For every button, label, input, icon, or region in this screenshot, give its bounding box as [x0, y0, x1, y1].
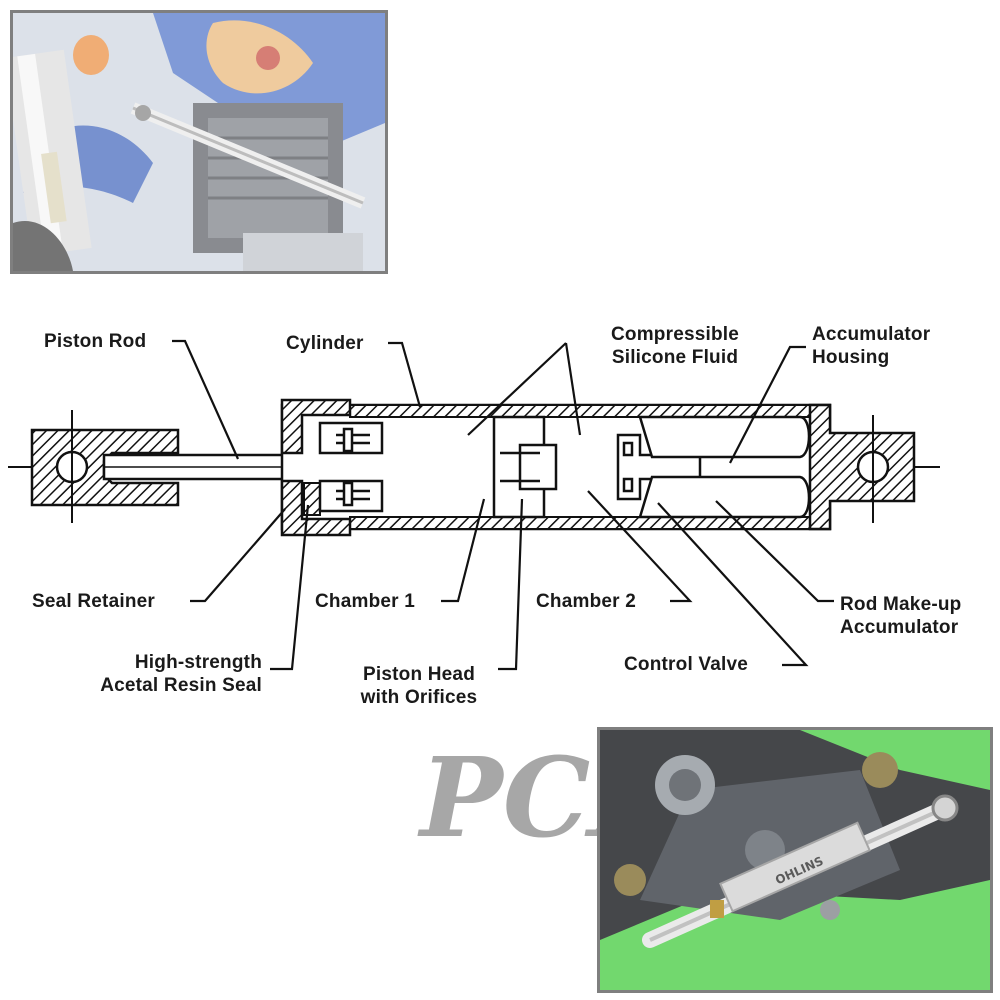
leader-chamber1 — [441, 498, 486, 603]
leader-piston-head — [498, 498, 524, 671]
label-chamber-1: Chamber 1 — [315, 591, 416, 612]
leader-piston-rod — [172, 339, 240, 460]
leader-seal — [270, 504, 310, 671]
seal-retainer-shape — [280, 398, 352, 537]
label-piston-rod: Piston Rod — [44, 331, 147, 352]
leader-rod-makeup — [715, 500, 834, 603]
seal-bushing-shape — [318, 421, 384, 513]
leader-accumulator — [729, 345, 806, 464]
leader-chamber2 — [587, 490, 693, 603]
label-cylinder: Cylinder — [286, 333, 364, 354]
label-seal-retainer: Seal Retainer — [32, 591, 155, 612]
right-eyelet — [808, 403, 916, 531]
control-valve-shape — [616, 433, 702, 501]
photo-sportbike-damper: OHLINS — [597, 727, 993, 993]
accumulator-housing-shape — [638, 415, 811, 519]
label-control-valve: Control Valve — [624, 654, 749, 675]
photo-dirt-bike-damper — [10, 10, 388, 274]
leader-control-valve — [657, 502, 809, 667]
label-chamber-2: Chamber 2 — [536, 591, 637, 612]
leader-compressible-2 — [564, 342, 582, 436]
leader-seal-retainer — [190, 508, 286, 603]
leader-compressible-1 — [467, 342, 567, 436]
leader-cylinder — [388, 341, 422, 408]
piston-head-shape — [492, 415, 558, 519]
